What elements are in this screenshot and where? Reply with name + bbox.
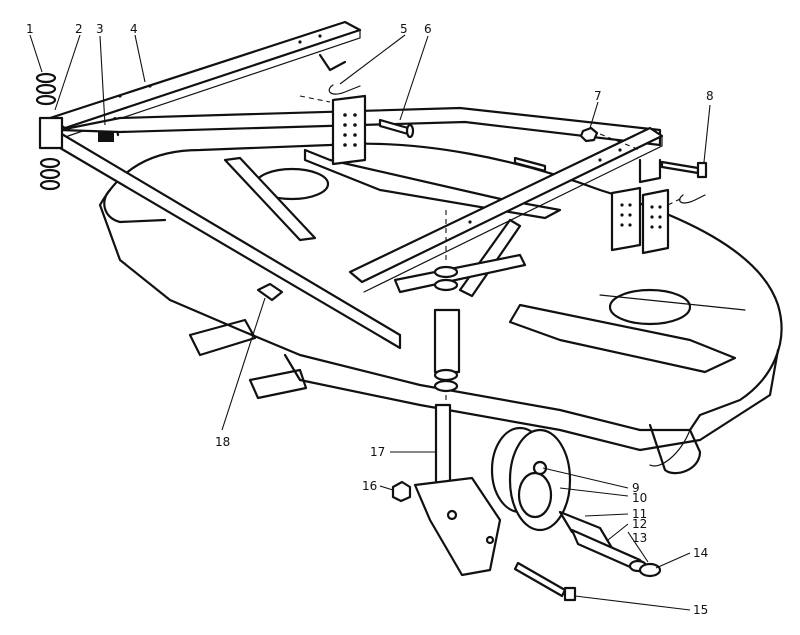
callout-11: 11 <box>632 507 647 521</box>
callout-5: 5 <box>400 22 408 36</box>
callout-2: 2 <box>75 22 83 36</box>
callout-15: 15 <box>693 603 708 617</box>
pins-and-bolts <box>256 84 708 302</box>
callout-18: 18 <box>215 435 230 449</box>
callout-16: 16 <box>362 479 377 493</box>
deck-frame <box>38 20 670 374</box>
callout-14: 14 <box>693 546 708 560</box>
caster-wheel-assembly <box>391 403 662 602</box>
callout-7: 7 <box>594 89 602 103</box>
assembly-lines <box>299 95 683 405</box>
callout-3: 3 <box>96 22 104 36</box>
callout-13: 13 <box>632 531 647 545</box>
callout-9: 9 <box>632 481 640 495</box>
callout-8: 8 <box>706 89 714 103</box>
leader-lines <box>29 34 711 611</box>
callout-1: 1 <box>26 22 34 36</box>
washers-left <box>35 72 61 191</box>
center-washers <box>433 265 459 393</box>
callout-12: 12 <box>632 517 647 531</box>
callout-4: 4 <box>130 22 138 36</box>
callout-6: 6 <box>424 22 432 36</box>
callout-10: 10 <box>632 491 647 505</box>
callout-17: 17 <box>370 445 385 459</box>
callouts: 1 2 3 4 5 6 7 8 9 10 11 12 13 14 15 16 1… <box>26 22 714 617</box>
